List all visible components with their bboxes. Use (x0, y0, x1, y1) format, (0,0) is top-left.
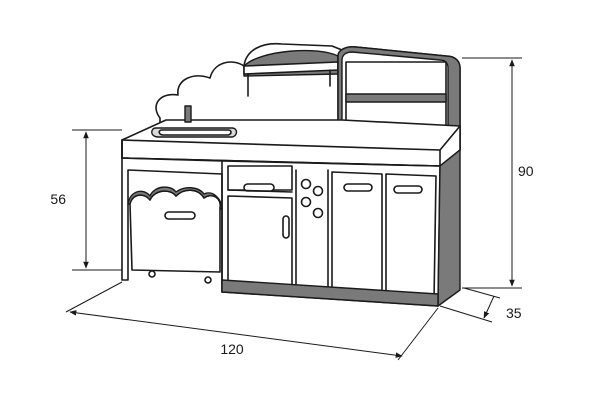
oven-door (227, 195, 293, 291)
right-cabinet-doors (331, 171, 437, 301)
width-dimension-line (69, 310, 403, 358)
drawer (227, 165, 293, 193)
pullout-bin (127, 186, 223, 284)
total-height-label: 90 (518, 163, 534, 179)
sink (151, 105, 238, 138)
width-label: 120 (220, 341, 244, 357)
upper-canopy-shelf (243, 49, 339, 97)
control-knob (300, 196, 312, 208)
shelf-board-upper (345, 93, 447, 103)
kitchen-cabinet (121, 42, 461, 307)
bin-wheel (148, 270, 156, 278)
oven-handle (282, 215, 290, 239)
depth-dimension-line (483, 295, 495, 319)
toe-kick (221, 279, 439, 307)
control-knob (312, 185, 324, 197)
door-handle-right (393, 185, 423, 194)
faucet (184, 105, 192, 123)
depth-label: 35 (506, 305, 522, 321)
bin-wheel (204, 276, 212, 284)
counter-height-label: 56 (50, 191, 66, 207)
control-knob (300, 178, 312, 190)
dimension-lines: 56 90 120 35 (50, 57, 534, 361)
bin-handle (164, 211, 196, 220)
door-handle-left (343, 183, 373, 192)
stove-knobs (295, 169, 329, 293)
control-knob (312, 207, 324, 219)
